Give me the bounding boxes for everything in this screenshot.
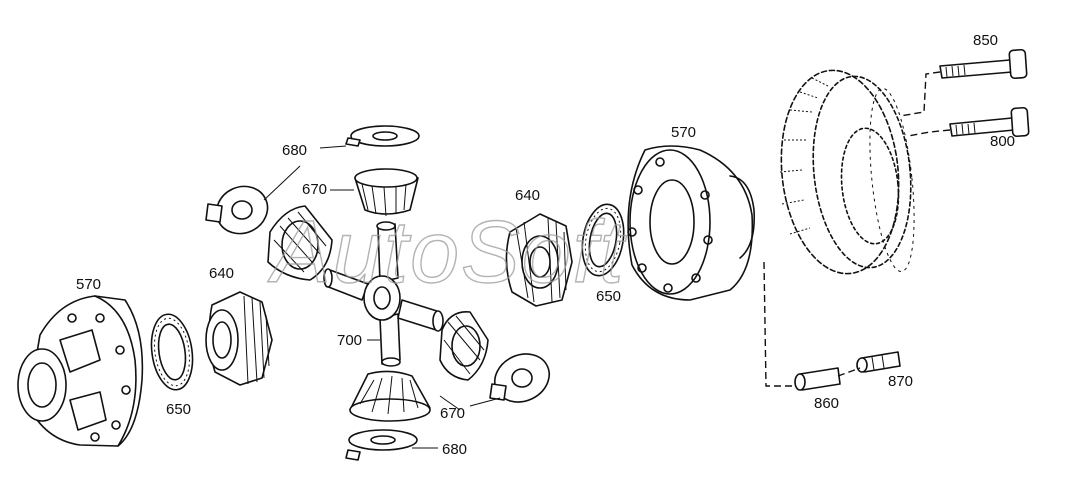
label-bolt-850: 850 xyxy=(973,32,998,49)
label-pinion-top-670: 670 xyxy=(302,181,327,198)
label-gasket-left-650: 650 xyxy=(166,401,191,418)
label-thrust-washer-bottom-680: 680 xyxy=(442,441,467,458)
bolt-800 xyxy=(949,106,1030,138)
side-gear-right-640 xyxy=(505,213,573,307)
pinion-gear-left xyxy=(267,205,333,281)
side-gear-left-640 xyxy=(205,291,273,386)
label-side-gear-right-640: 640 xyxy=(515,187,540,204)
label-thrust-washer-top-680: 680 xyxy=(282,142,307,159)
pinion-gear-right xyxy=(439,311,489,381)
pinion-gear-top-670 xyxy=(354,168,419,217)
label-pinion-bottom-670: 670 xyxy=(440,405,465,422)
leader-lines xyxy=(263,145,501,449)
spider-cross-700 xyxy=(323,221,444,367)
thrust-washer-top-680 xyxy=(345,125,420,147)
housing-right-570 xyxy=(627,145,756,301)
thrust-washer-bottom-680 xyxy=(345,429,418,461)
label-pin-870: 870 xyxy=(888,373,913,390)
pin-870 xyxy=(856,351,901,373)
housing-left-570 xyxy=(17,295,144,447)
label-side-gear-left-640: 640 xyxy=(209,265,234,282)
gasket-right-650 xyxy=(581,203,625,277)
label-gasket-right-650: 650 xyxy=(596,288,621,305)
label-bolt-800: 800 xyxy=(990,133,1015,150)
watermark: AutoSoft xyxy=(267,202,627,301)
pin-860 xyxy=(794,367,841,391)
label-housing-right-570: 570 xyxy=(671,124,696,141)
label-spider-700: 700 xyxy=(337,332,362,349)
label-housing-left-570: 570 xyxy=(76,276,101,293)
thrust-washer-right xyxy=(489,353,550,403)
bolt-guide-dashes xyxy=(899,71,951,137)
pinion-gear-bottom-670 xyxy=(349,370,431,422)
gasket-left-650 xyxy=(150,313,194,391)
bolt-850 xyxy=(939,48,1028,80)
label-pin-860: 860 xyxy=(814,395,839,412)
pin-guide-dashes xyxy=(763,261,861,387)
thrust-washer-left xyxy=(205,185,269,235)
ring-gear xyxy=(779,69,915,275)
